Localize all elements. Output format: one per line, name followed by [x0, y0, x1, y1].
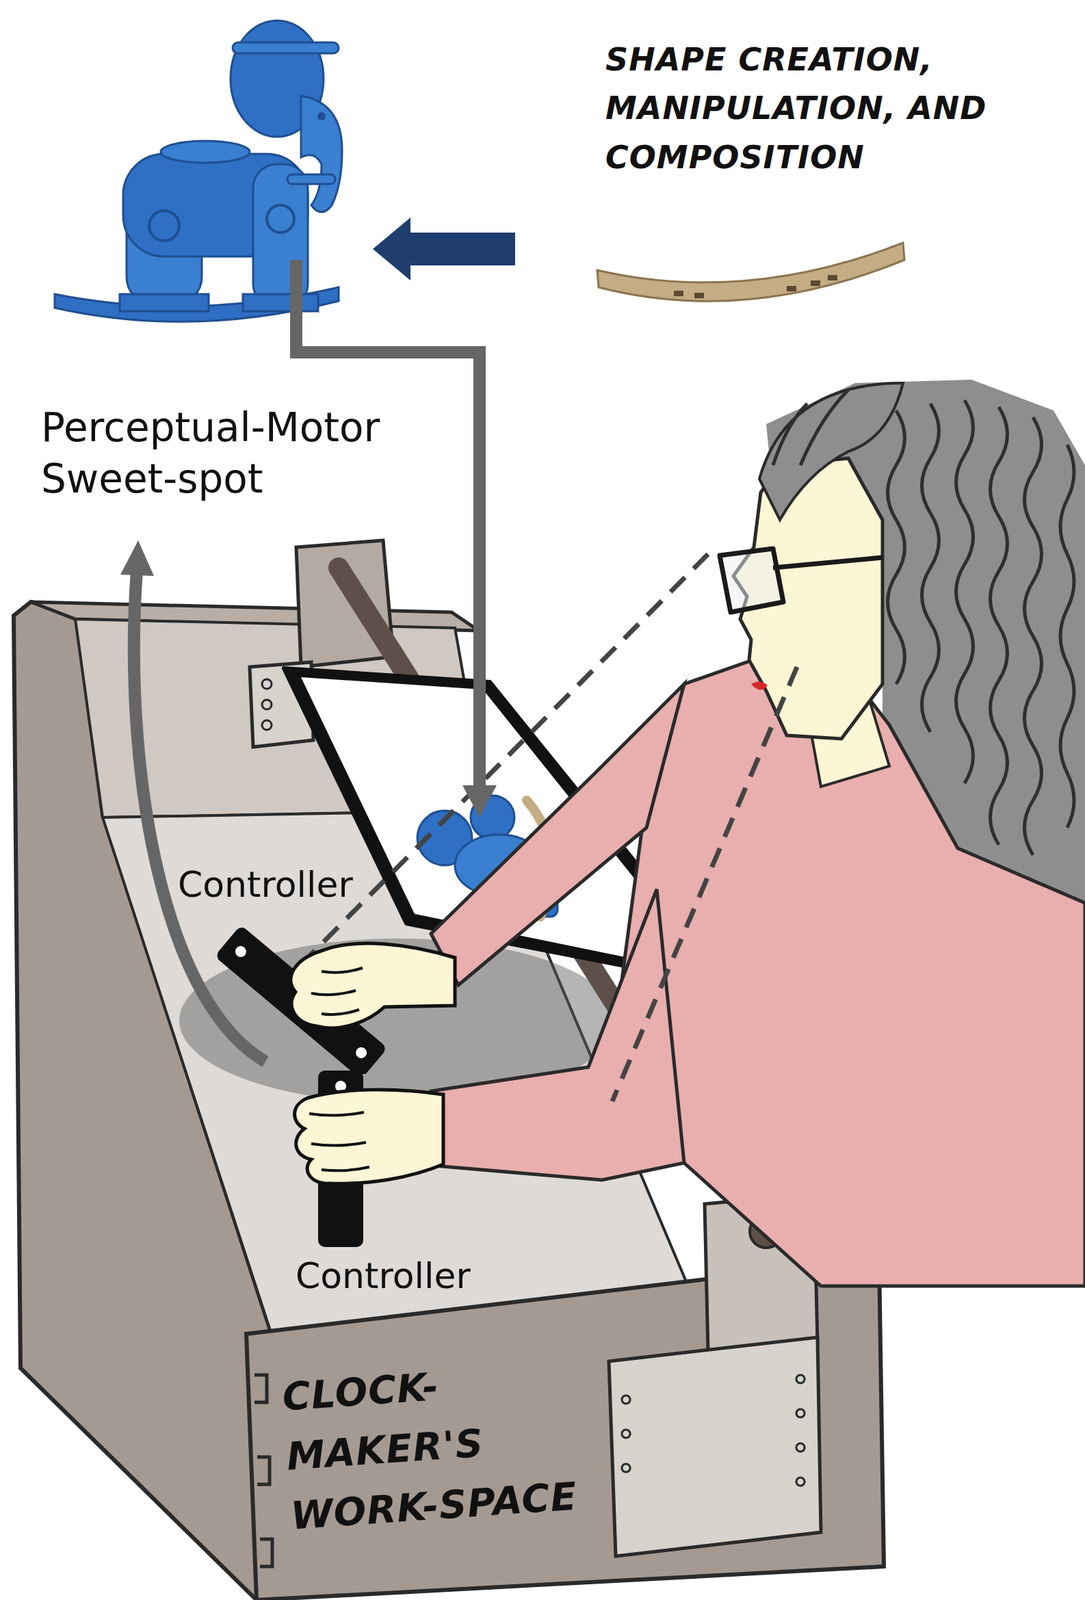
- bolt: [262, 699, 272, 710]
- sweet-spot-arrow: [134, 571, 266, 1062]
- node-label: CLOCK-MAKER'S WORK-SPACE: [280, 1347, 587, 1547]
- leg-joint: [266, 205, 295, 233]
- axle: [287, 174, 336, 185]
- arrow-head: [120, 540, 154, 577]
- handle-rod: [232, 42, 339, 54]
- section-title: SHAPE CREATION, MANIPULATION, AND COMPOS…: [605, 35, 1030, 182]
- glasses: [719, 548, 883, 613]
- node-label: Controller: [177, 861, 404, 909]
- controller-hole: [335, 1080, 347, 1092]
- finger-lines: [309, 1112, 370, 1171]
- hair-strands: [773, 389, 1075, 856]
- shirt: [615, 636, 1085, 1287]
- workspace-box: CLOCK-MAKER'S WORK-SPACEControllerContro…: [0, 588, 904, 1600]
- controller-handle: [214, 924, 388, 1075]
- seat: [160, 140, 250, 163]
- finger-lines: [311, 968, 363, 1015]
- rocker-slots: [673, 275, 838, 299]
- controller: Controller: [287, 1067, 524, 1307]
- rocker-part: [597, 242, 905, 302]
- controller-handle: [318, 1070, 364, 1248]
- controller-hole: [233, 944, 250, 960]
- leg-joint: [149, 210, 180, 241]
- bolt: [262, 720, 272, 730]
- controller-bar: [318, 1070, 364, 1248]
- sleeve: [430, 889, 685, 1181]
- display-arrow: [296, 259, 480, 787]
- person: [307, 379, 1085, 1287]
- bolt: [262, 679, 272, 689]
- gaze-line: [307, 554, 709, 958]
- compose-arrow: [372, 217, 516, 281]
- gaze-line: [612, 667, 797, 1102]
- controller: Controller: [171, 861, 404, 1075]
- flow-arrows: [120, 217, 516, 1062]
- lips: [751, 681, 768, 690]
- hand: [290, 943, 455, 1029]
- arrow-head: [462, 785, 497, 818]
- controller-hole: [353, 1045, 370, 1062]
- head-trunk: [301, 95, 343, 213]
- eye: [317, 112, 326, 121]
- hands: [290, 943, 455, 1184]
- foot-plate: [119, 294, 209, 312]
- hair-front: [759, 383, 904, 520]
- panel-joint: [254, 1375, 273, 1567]
- bracket-holes: [621, 1375, 805, 1486]
- annotation-label: Perceptual-Motor Sweet-spot: [41, 402, 438, 506]
- foot-plate: [242, 294, 319, 312]
- rocker-part-body: [597, 242, 905, 302]
- hand: [294, 1089, 444, 1184]
- front-bracket: [608, 1337, 821, 1557]
- controller-bar: [214, 924, 388, 1075]
- node-label: Controller: [295, 1253, 522, 1300]
